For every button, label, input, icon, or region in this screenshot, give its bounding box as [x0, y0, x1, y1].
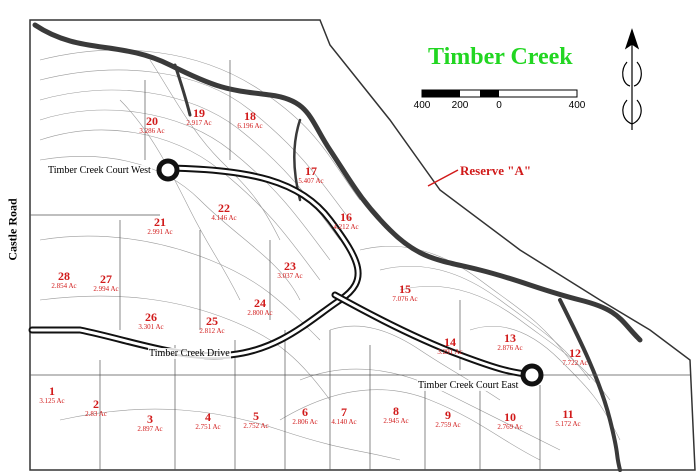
- reserve-pointer: [427, 169, 459, 187]
- roads: [28, 158, 544, 387]
- scale-label-400-left: 400: [413, 100, 431, 111]
- north-arrow-icon: [622, 28, 642, 130]
- scale-bar: [421, 89, 578, 98]
- map-title: Timber Creek: [428, 44, 573, 70]
- reserve-a-label: Reserve "A": [460, 163, 532, 178]
- castle-road-label: Castle Road: [5, 198, 20, 261]
- property-boundary: [29, 19, 696, 471]
- scale-label-200: 200: [451, 100, 469, 111]
- scale-label-400-right: 400: [568, 100, 586, 111]
- drive-label: Timber Creek Drive: [148, 348, 231, 359]
- court-west-label: Timber Creek Court West: [47, 165, 152, 176]
- court-east-label: Timber Creek Court East: [417, 380, 520, 391]
- lot-lines: [30, 60, 690, 470]
- scale-label-0: 0: [496, 100, 502, 111]
